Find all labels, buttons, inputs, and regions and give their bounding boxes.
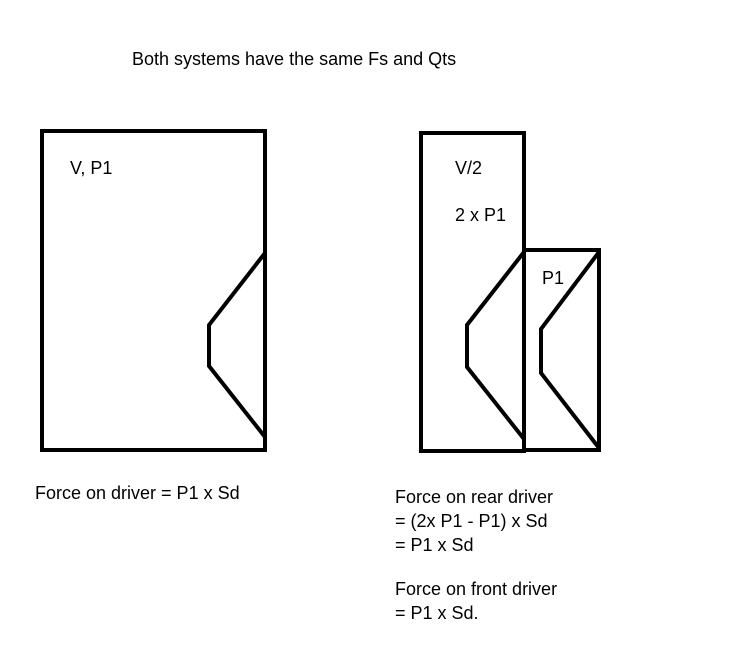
front-enclosure-box xyxy=(522,248,601,452)
rear-formula-line: = (2x P1 - P1) x Sd xyxy=(395,511,548,531)
front-formula-line: = P1 x Sd. xyxy=(395,603,479,623)
rear-formula-line: Force on rear driver xyxy=(395,487,554,507)
diagram-title: Both systems have the same Fs and Qts xyxy=(132,49,457,69)
left-box-label: V, P1 xyxy=(70,158,113,178)
front-driver-formula: Force on front driver = P1 x Sd. xyxy=(395,577,557,625)
front-box-pressure-label: P1 xyxy=(542,268,565,288)
rear-enclosure-box xyxy=(419,131,526,453)
rear-driver-cone xyxy=(465,250,526,441)
front-formula-line: Force on front driver xyxy=(395,579,558,599)
rear-box-volume-label: V/2 xyxy=(455,158,483,178)
rear-driver-formula: Force on rear driver = (2x P1 - P1) x Sd… xyxy=(395,485,553,557)
left-force-formula: Force on driver = P1 x Sd xyxy=(35,483,240,503)
rear-formula-line: = P1 x Sd xyxy=(395,535,474,555)
left-enclosure-box xyxy=(40,129,267,452)
rear-box-pressure-label: 2 x P1 xyxy=(455,205,507,225)
left-driver-cone xyxy=(207,251,267,439)
front-driver-cone xyxy=(539,250,601,450)
